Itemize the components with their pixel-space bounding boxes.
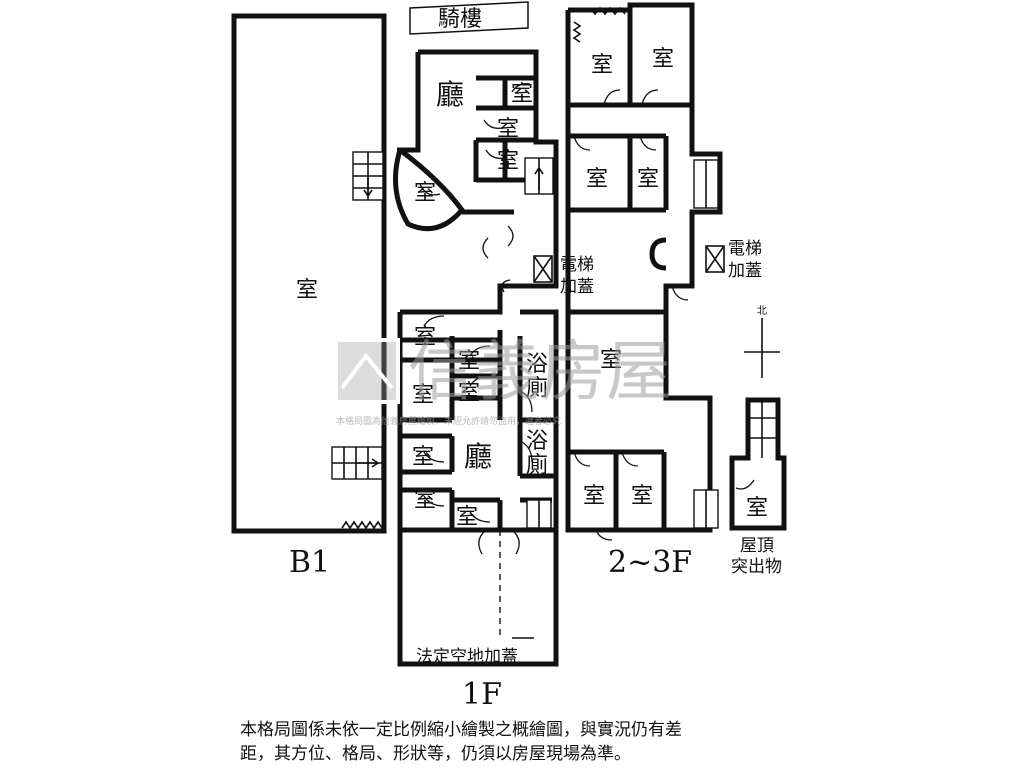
disclaimer: 本格局圖係未依一定比例縮小繪製之概繪圖，與實況仍有差 距，其方位、格局、形狀等，… bbox=[240, 718, 800, 766]
f1-floor-label: 1F bbox=[462, 677, 502, 712]
b1-room-label: 室 bbox=[296, 278, 318, 303]
roof-room-label: 室 bbox=[746, 496, 768, 521]
f1-room-k-label: 室 bbox=[456, 505, 478, 530]
watermark-text: 信義房屋 bbox=[408, 333, 672, 410]
f1-hall-top-label: 廳 bbox=[436, 78, 464, 111]
f2-room-f-label: 室 bbox=[583, 484, 605, 509]
f1-bath-1a-label: 浴 bbox=[526, 352, 548, 377]
f1-room-e-label: 室 bbox=[414, 325, 436, 350]
f1-room-f-label: 室 bbox=[458, 349, 480, 374]
f1-bath-2b-label: 廁 bbox=[526, 453, 548, 478]
f2-room-g-label: 室 bbox=[631, 484, 653, 509]
f1-bath-1b-label: 廁 bbox=[526, 376, 548, 401]
f2-room-c-label: 室 bbox=[586, 167, 608, 192]
north-arrow: 北 bbox=[744, 305, 780, 378]
disclaimer-line2: 距，其方位、格局、形狀等，仍須以房屋現場為準。 bbox=[240, 744, 631, 764]
watermark-logo-icon bbox=[334, 338, 400, 404]
f1-yard-label: 法定空地加蓋 bbox=[416, 647, 518, 667]
arcade-label: 騎樓 bbox=[438, 7, 482, 32]
f1-elevator-add-label: 加蓋 bbox=[560, 277, 594, 297]
f2-floor-label: 2~3F bbox=[608, 545, 692, 580]
f1-room-g-label: 室 bbox=[412, 383, 434, 408]
b1-floor-label: B1 bbox=[289, 545, 330, 580]
b1-stair-bottom bbox=[331, 446, 383, 480]
f1-bath-2a-label: 浴 bbox=[526, 429, 548, 454]
f1-elevator bbox=[533, 255, 553, 283]
f2-room-a-label: 室 bbox=[591, 53, 613, 78]
roof-title-line1: 屋頂 bbox=[740, 536, 774, 556]
roof-title-line2: 突出物 bbox=[731, 557, 782, 577]
f1-elevator-label: 電梯 bbox=[560, 255, 594, 275]
f2-elevator-add-label: 加蓋 bbox=[728, 261, 762, 281]
f1-hall-mid-label: 廳 bbox=[464, 440, 492, 473]
f2-plan: 室 室 室 室 電梯 加蓋 室 室 室 2~3F bbox=[565, 2, 762, 580]
f1-plan: 騎樓 廳 室 室 bbox=[393, 1, 594, 712]
north-label: 北 bbox=[757, 305, 767, 317]
watermark: 信義房屋 本格局圖為信義房屋繪製，未經允許請勿盜用，違者必究 bbox=[334, 333, 672, 427]
f1-room-c-label: 室 bbox=[497, 149, 519, 174]
roof-plan: 室 屋頂 突出物 bbox=[729, 397, 787, 577]
f1-room-d-label: 室 bbox=[414, 181, 436, 206]
watermark-subtext: 本格局圖為信義房屋繪製，未經允許請勿盜用，違者必究 bbox=[336, 415, 561, 427]
arcade-banner: 騎樓 bbox=[409, 1, 529, 35]
f1-room-h-label: 室 bbox=[458, 381, 480, 406]
f1-room-i-label: 室 bbox=[412, 445, 434, 470]
f2-elevator-label: 電梯 bbox=[728, 239, 762, 259]
f1-room-j-label: 室 bbox=[414, 488, 436, 513]
f2-room-d-label: 室 bbox=[637, 167, 659, 192]
b1-stair-top bbox=[352, 151, 384, 201]
b1-plan: 室 B1 bbox=[231, 13, 387, 580]
f2-room-e-label: 室 bbox=[600, 348, 622, 373]
f1-room-b-label: 室 bbox=[497, 117, 519, 142]
disclaimer-line1: 本格局圖係未依一定比例縮小繪製之概繪圖，與實況仍有差 bbox=[240, 720, 682, 740]
f2-room-b-label: 室 bbox=[652, 47, 674, 72]
f2-elevator bbox=[705, 245, 725, 273]
f1-room-a-label: 室 bbox=[511, 82, 533, 107]
